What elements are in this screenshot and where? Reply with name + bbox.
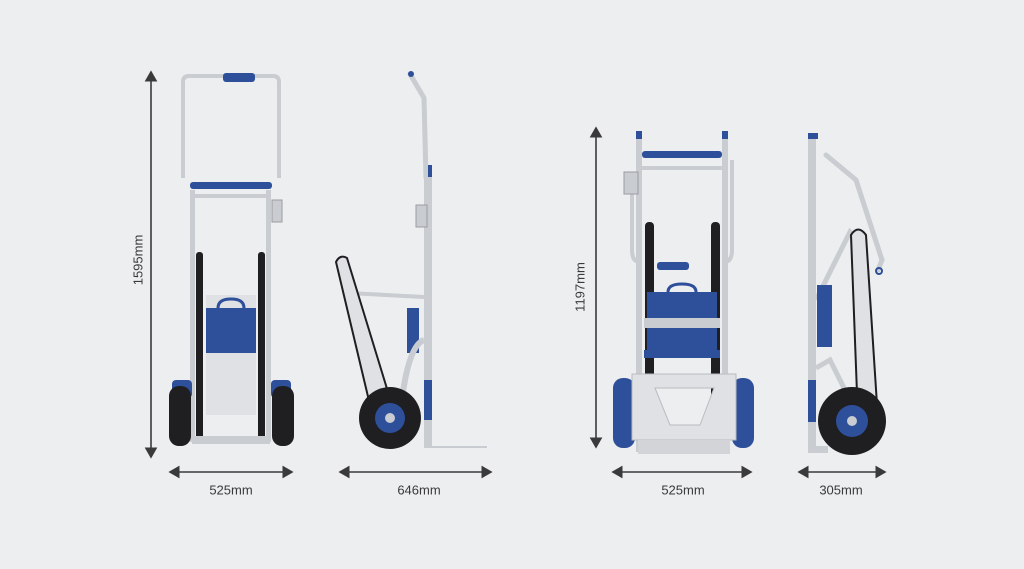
handle	[823, 152, 885, 273]
track-right	[258, 252, 265, 442]
cross-bar	[190, 182, 272, 189]
wheel-left	[613, 378, 635, 448]
width-label: 525mm	[209, 482, 253, 498]
folded-depth-label: 305mm	[819, 482, 863, 498]
track-arm	[849, 228, 880, 421]
nose-plate	[631, 373, 737, 441]
wheel-left	[169, 386, 191, 446]
side-extended-view	[334, 71, 493, 479]
battery-box	[407, 308, 419, 353]
track-left	[196, 252, 203, 442]
battery-box	[206, 308, 256, 353]
height-label: 1595mm	[130, 234, 146, 286]
handle	[407, 71, 429, 181]
folded-height-label: 1197mm	[572, 262, 588, 312]
folded-width-label: 525mm	[661, 482, 705, 498]
depth-label: 646mm	[397, 482, 441, 498]
wheel-right	[732, 378, 754, 448]
handle-frame	[181, 74, 281, 178]
battery-box	[817, 285, 832, 347]
wheel-right	[272, 386, 294, 446]
front-folded-view	[589, 126, 754, 479]
track-arm	[334, 255, 390, 407]
front-extended-view	[144, 70, 294, 479]
side-folded-view	[797, 133, 887, 479]
cross-bar	[642, 151, 722, 158]
handle-grip	[223, 73, 255, 82]
